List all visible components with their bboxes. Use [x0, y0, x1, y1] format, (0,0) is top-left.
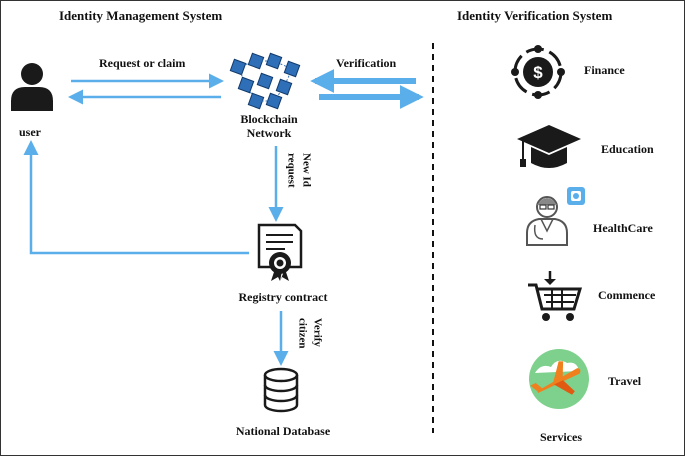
service-finance-label: Finance [584, 63, 625, 77]
verify-label-line1: Verify [311, 318, 324, 347]
user-icon [11, 63, 53, 111]
doctor-icon [526, 187, 585, 246]
blockchain-network-icon [229, 52, 301, 110]
shopping-cart-icon [528, 271, 583, 321]
database-icon [263, 367, 299, 413]
registry-contract-label: Registry contract [238, 290, 328, 304]
request-claim-label: Request or claim [99, 56, 186, 70]
blockchain-label-line2: Network [246, 126, 292, 140]
finance-icon: $ [511, 45, 565, 99]
service-commence-label: Commence [598, 288, 656, 302]
verify-label-line2: citizen [296, 318, 309, 349]
identity-management-title: Identity Management System [59, 8, 223, 23]
new-id-label-line2: request [285, 153, 298, 188]
national-database-label: National Database [235, 424, 331, 438]
svg-text:$: $ [533, 63, 543, 82]
identity-verification-title: Identity Verification System [457, 8, 613, 23]
verification-label: Verification [336, 56, 397, 70]
service-healthcare-label: HealthCare [593, 221, 653, 235]
services-footer-label: Services [540, 430, 582, 444]
graduation-cap-icon [517, 125, 581, 168]
certificate-icon [257, 223, 303, 281]
airplane-icon [529, 349, 589, 409]
new-id-label-line1: New Id [300, 153, 313, 187]
registry-to-user-arrow [23, 140, 249, 255]
service-travel-label: Travel [608, 374, 642, 388]
user-label: user [19, 125, 41, 139]
service-education-label: Education [601, 142, 654, 156]
blockchain-label-line1: Blockchain [240, 112, 298, 126]
